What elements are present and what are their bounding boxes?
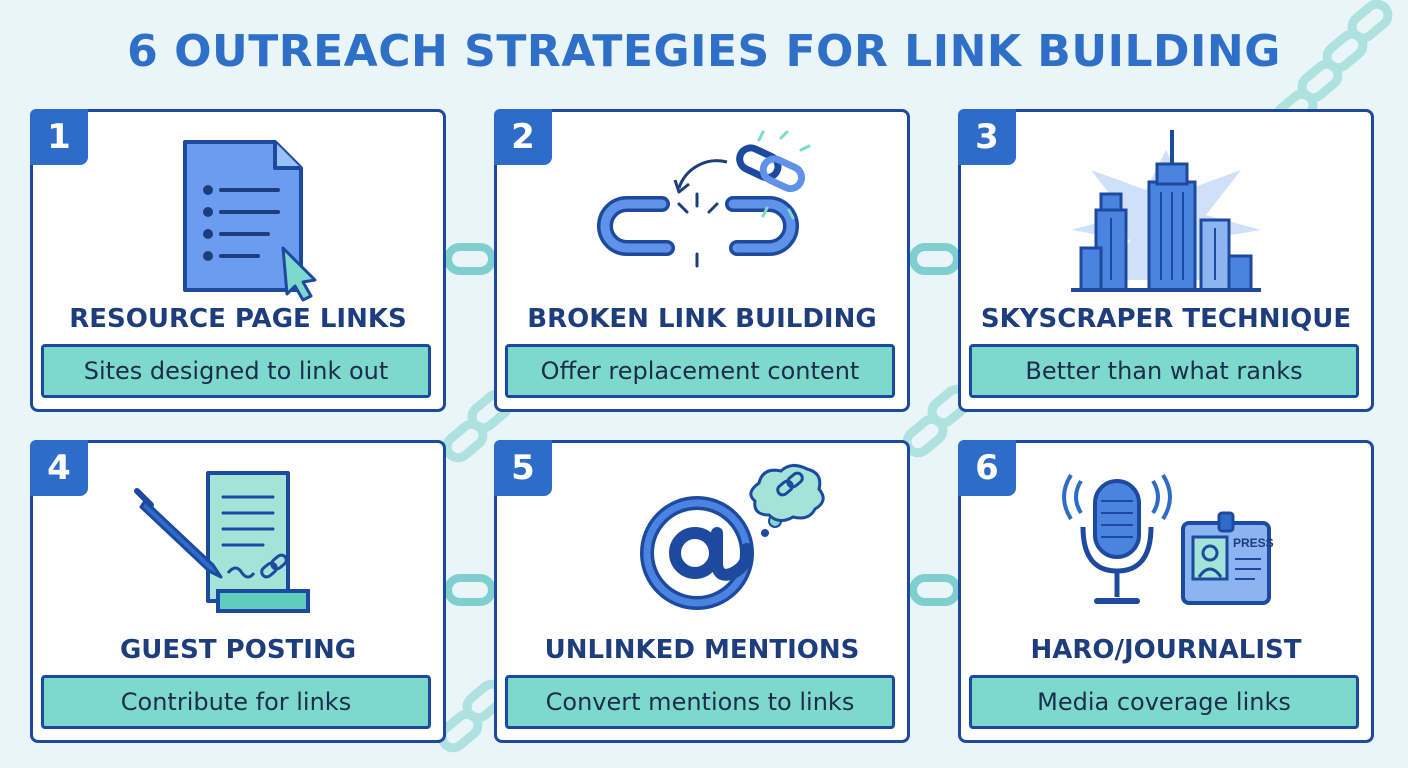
strategy-heading: BROKEN LINK BUILDING [527, 304, 877, 334]
strategy-caption: Better than what ranks [969, 344, 1359, 398]
strategy-number-badge: 4 [30, 440, 88, 496]
strategy-caption: Contribute for links [41, 675, 431, 729]
strategy-card-guest-posting: 4 GUEST POSTING Contribute for links [30, 440, 446, 743]
at-sign-thought-icon [640, 464, 825, 610]
strategy-number-badge: 2 [494, 109, 552, 165]
pen-scroll-icon [134, 471, 310, 613]
strategy-number-badge: 5 [494, 440, 552, 496]
strategy-card-unlinked-mentions: 5 UNLINKED MENTIONS Convert mentions to … [494, 440, 910, 743]
strategy-heading: RESOURCE PAGE LINKS [69, 304, 407, 334]
strategy-number-badge: 3 [958, 109, 1016, 165]
strategy-caption: Convert mentions to links [505, 675, 895, 729]
strategy-caption: Media coverage links [969, 675, 1359, 729]
microphone-press-badge-icon: PRESS [1062, 473, 1274, 605]
strategy-heading: SKYSCRAPER TECHNIQUE [980, 304, 1352, 334]
strategy-number-badge: 1 [30, 109, 88, 165]
strategy-heading: GUEST POSTING [119, 635, 357, 665]
strategy-card-resource-page-links: 1 RESOURCE PAGE LINKS Sites designed to … [30, 109, 446, 412]
page-title: 6 OUTREACH STRATEGIES FOR LINK BUILDING [127, 26, 1281, 77]
press-badge-label: PRESS [1233, 536, 1274, 550]
document-cursor-icon [183, 140, 317, 302]
strategy-number-badge: 6 [958, 440, 1016, 496]
skyscraper-icon [1071, 130, 1261, 292]
strategy-card-haro-journalist: 6 PRESS HARO/JOURNALIST Media coverage l… [958, 440, 1374, 743]
strategy-caption: Sites designed to link out [41, 344, 431, 398]
strategy-card-skyscraper-technique: 3 SKYSCRAPER TECHNIQUE Better than what … [958, 109, 1374, 412]
broken-chain-icon [597, 130, 811, 268]
strategy-heading: UNLINKED MENTIONS [544, 635, 860, 665]
strategy-caption: Offer replacement content [505, 344, 895, 398]
strategy-heading: HARO/JOURNALIST [1030, 635, 1302, 665]
strategy-card-broken-link-building: 2 BROKEN LINK BUILDING Offer replacement… [494, 109, 910, 412]
